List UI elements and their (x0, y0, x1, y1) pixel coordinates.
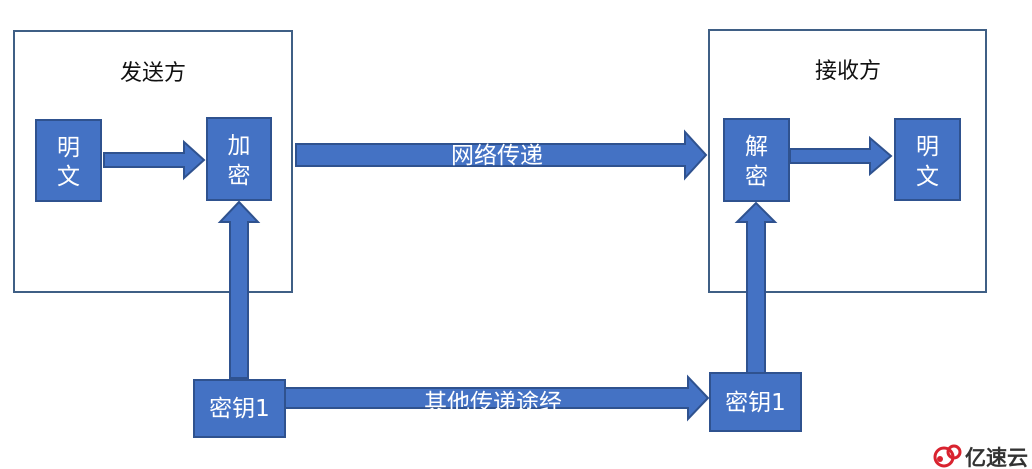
encrypt-box (206, 117, 272, 201)
logo-text: 亿速云 (965, 446, 1028, 469)
key-right-label: 密钥1 (725, 390, 786, 416)
arrow-key-to-decrypt (734, 201, 778, 374)
plaintext-right-line1: 明 (916, 134, 939, 160)
encrypt-line1: 加 (228, 133, 251, 159)
arrow-other-channel (283, 374, 710, 422)
plaintext-box-right (894, 118, 961, 201)
encrypt-line2: 密 (228, 163, 251, 189)
cloud-logo-icon (933, 444, 962, 468)
receiver-title: 接收方 (815, 59, 881, 84)
plaintext-left-line1: 明 (57, 135, 80, 161)
yisu-cloud-logo: 亿速云 (933, 444, 1028, 469)
arrow-network (295, 129, 708, 181)
key-box-right (709, 372, 802, 432)
arrow-decrypt-to-plaintext (789, 135, 893, 177)
decrypt-line2: 密 (745, 164, 768, 190)
other-channel-label: 其他传递途经 (424, 390, 562, 416)
key-box-left (193, 379, 286, 438)
arrow-plaintext-to-encrypt (103, 139, 206, 181)
decrypt-box (723, 118, 790, 202)
network-label: 网络传递 (451, 143, 543, 169)
plaintext-right-line2: 文 (916, 164, 939, 190)
plaintext-left-line2: 文 (57, 164, 80, 190)
key-left-label: 密钥1 (209, 396, 270, 422)
sender-title: 发送方 (120, 61, 186, 86)
plaintext-box-left (35, 119, 102, 202)
arrow-key-to-encrypt (217, 200, 261, 379)
decrypt-line1: 解 (745, 134, 768, 160)
